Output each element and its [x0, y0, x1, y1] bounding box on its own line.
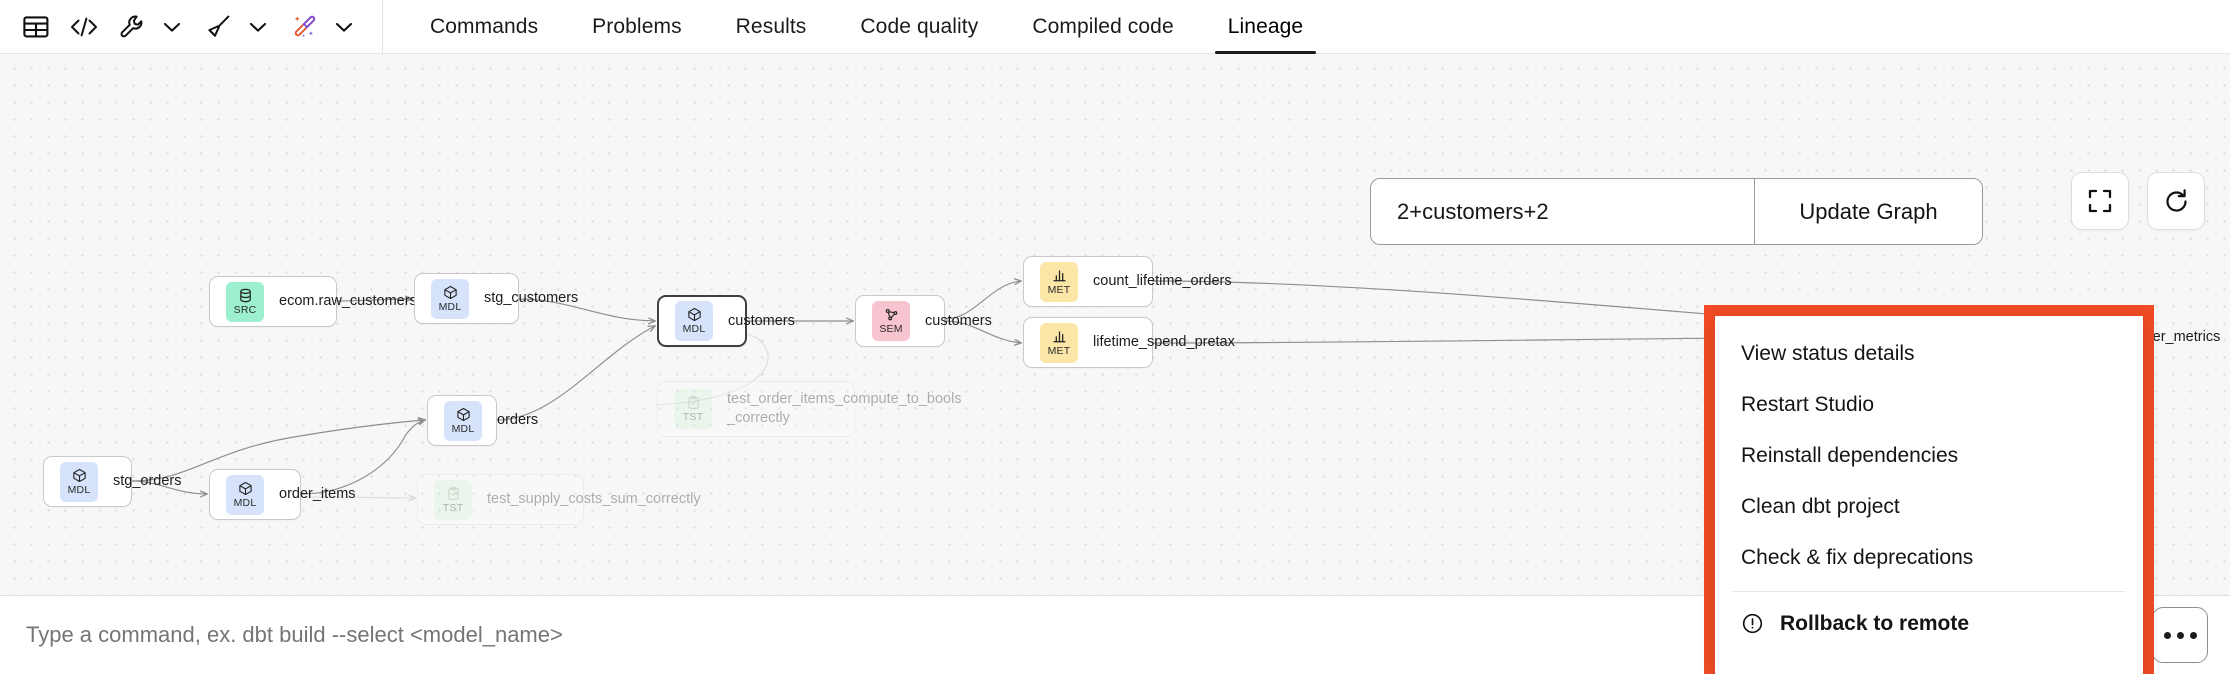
node-kind-label: MET — [1047, 344, 1071, 357]
cube-icon-glyph — [72, 468, 87, 483]
lineage-node-label: ecom.raw_customers — [279, 293, 417, 310]
lineage-node-label: stg_orders — [113, 473, 182, 490]
lineage-node[interactable]: SEM customers — [855, 295, 992, 347]
cube-icon: MDL — [444, 400, 482, 441]
lineage-node-label: test_supply_costs_sum_correctly — [487, 491, 701, 508]
lineage-node[interactable]: SRC ecom.raw_customers — [209, 276, 417, 327]
chevron-down-icon-magic[interactable] — [330, 6, 358, 48]
context-menu-item[interactable]: Rollback to remote — [1715, 598, 2143, 649]
lineage-node-label: customers — [728, 312, 795, 329]
lineage-node[interactable]: MDL customers — [657, 295, 795, 347]
update-graph-button[interactable]: Update Graph — [1754, 179, 1982, 244]
alert-circle-icon — [1741, 612, 1764, 635]
lineage-node[interactable]: MET count_lifetime_orders — [1023, 256, 1232, 307]
database-icon-glyph — [238, 288, 253, 303]
lineage-node-label: test_order_items_compute_to_bools _corre… — [727, 391, 962, 426]
node-kind-label: SEM — [879, 323, 903, 335]
node-kind-label: MDL — [451, 422, 475, 435]
bar-chart-icon: MET — [1040, 322, 1078, 363]
bar-chart-icon: MET — [1040, 261, 1078, 302]
magic-wand-icon[interactable] — [282, 6, 326, 48]
cube-icon: MDL — [60, 461, 98, 502]
node-kind-label: MDL — [438, 300, 462, 313]
lineage-node-label: count_lifetime_orders — [1093, 273, 1232, 290]
context-menu-separator — [1733, 591, 2125, 592]
semantic-icon: SEM — [872, 301, 910, 341]
node-kind-label: MDL — [682, 323, 706, 335]
semantic-icon-glyph — [884, 307, 899, 322]
canvas-tool-buttons — [2071, 172, 2205, 230]
lineage-node[interactable]: TST test_order_items_compute_to_bools _co… — [657, 381, 962, 437]
tab-lineage[interactable]: Lineage — [1201, 0, 1330, 54]
wrench-icon[interactable] — [110, 6, 154, 48]
node-kind-label: SRC — [233, 303, 257, 316]
clipboard-check-icon: TST — [674, 389, 712, 429]
context-menu-item-label: Reinstall dependencies — [1741, 443, 1959, 467]
cube-icon-glyph — [456, 407, 471, 422]
lineage-node-label: orders — [497, 412, 539, 429]
context-menu-item[interactable]: Check & fix deprecations — [1715, 532, 2143, 583]
node-kind-label: MDL — [233, 496, 257, 509]
context-menu-item-label: Restart Studio — [1741, 392, 1875, 416]
database-icon: SRC — [226, 281, 264, 322]
node-kind-label: TST — [682, 411, 704, 423]
context-menu-item-label: Rollback to remote — [1780, 611, 1970, 635]
more-options-button[interactable] — [2152, 607, 2208, 663]
lineage-node[interactable]: MET lifetime_spend_pretax — [1023, 317, 1235, 368]
context-menu-item[interactable]: Clean dbt project — [1715, 481, 2143, 532]
tab-compiled-code[interactable]: Compiled code — [1032, 14, 1174, 38]
lineage-node[interactable]: MDL order_items — [209, 469, 356, 520]
node-kind-label: MET — [1047, 283, 1071, 296]
context-menu-item[interactable]: Reinstall dependencies — [1715, 430, 2143, 481]
code-view-icon[interactable] — [62, 6, 106, 48]
lineage-node[interactable]: MDL stg_customers — [414, 273, 578, 324]
clipboard-check-icon-glyph — [446, 486, 461, 501]
node-kind-label: TST — [442, 501, 464, 514]
lineage-node[interactable]: MDL orders — [427, 395, 538, 446]
tab-results[interactable]: Results — [735, 14, 807, 38]
context-menu-item-label: Clean dbt project — [1741, 494, 1900, 518]
tab-commands[interactable]: Commands — [430, 14, 539, 38]
editor-tool-group — [0, 0, 383, 54]
bar-chart-icon-glyph — [1052, 329, 1067, 344]
context-menu-item[interactable]: View status details — [1715, 328, 2143, 379]
lineage-selector-input[interactable] — [1371, 179, 1754, 244]
fit-to-screen-button[interactable] — [2071, 172, 2129, 230]
chevron-down-icon-wrench[interactable] — [158, 6, 186, 48]
command-input[interactable] — [22, 622, 1879, 648]
cube-icon-glyph — [238, 481, 253, 496]
panel-tabs: Commands Problems Results Code quality C… — [403, 0, 1330, 54]
table-view-icon[interactable] — [14, 6, 58, 48]
broom-icon[interactable] — [196, 6, 240, 48]
cube-icon: MDL — [675, 301, 713, 341]
lineage-node-label: lifetime_spend_pretax — [1093, 334, 1235, 351]
lineage-node[interactable]: TST test_supply_costs_sum_correctly — [417, 474, 701, 525]
refresh-graph-button[interactable] — [2147, 172, 2205, 230]
tab-problems[interactable]: Problems — [592, 14, 682, 38]
clipboard-check-icon-glyph — [686, 395, 701, 410]
context-menu-item[interactable]: Restart Studio — [1715, 379, 2143, 430]
lineage-node-label: stg_customers — [484, 290, 579, 307]
chevron-down-icon-broom[interactable] — [244, 6, 272, 48]
top-toolbar: Commands Problems Results Code quality C… — [0, 0, 2230, 54]
node-kind-label: MDL — [67, 483, 91, 496]
cube-icon: MDL — [431, 278, 469, 319]
bar-chart-icon-glyph — [1052, 268, 1067, 283]
context-menu-item-label: View status details — [1741, 341, 1915, 365]
clipboard-check-icon: TST — [434, 479, 472, 520]
lineage-node-label: order_items — [279, 486, 356, 503]
context-menu-item-label: Check & fix deprecations — [1741, 545, 1974, 569]
lineage-node[interactable]: MDL stg_orders — [43, 456, 182, 507]
lineage-node-label: customers — [925, 312, 992, 329]
cube-icon-glyph — [443, 285, 458, 300]
cube-icon-glyph — [687, 307, 702, 322]
cube-icon: MDL — [226, 474, 264, 515]
tab-code-quality[interactable]: Code quality — [860, 14, 979, 38]
lineage-selector-bar: Update Graph — [1370, 178, 1983, 245]
